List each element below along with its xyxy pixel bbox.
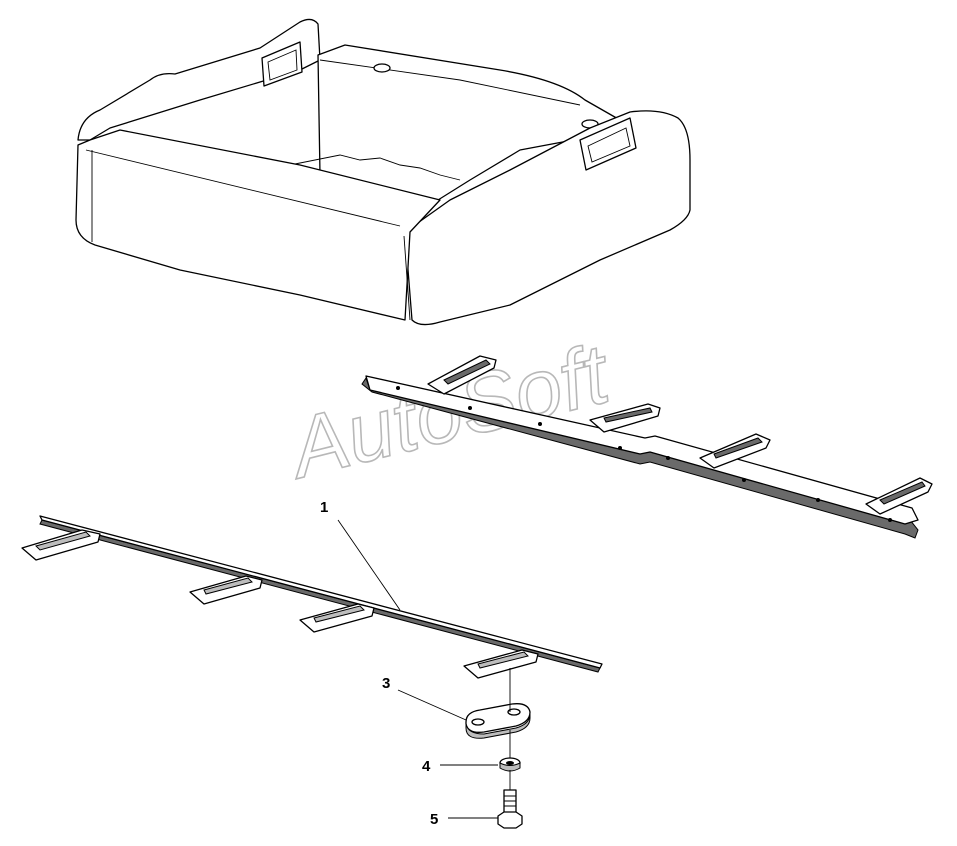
- bolt-part-5: [497, 789, 523, 829]
- leader-line-1: [337, 519, 401, 611]
- plate-part-3: [465, 703, 531, 739]
- callout-3: 3: [382, 675, 390, 692]
- left-rail-part-1: [21, 515, 603, 679]
- leader-line-3: [397, 689, 467, 721]
- right-mounting-rail: [361, 355, 933, 539]
- seat-base-housing: [75, 18, 691, 326]
- nut-part-4: [499, 757, 521, 772]
- callout-5: 5: [430, 811, 438, 828]
- callout-4: 4: [422, 758, 431, 775]
- callout-1: 1: [320, 499, 328, 516]
